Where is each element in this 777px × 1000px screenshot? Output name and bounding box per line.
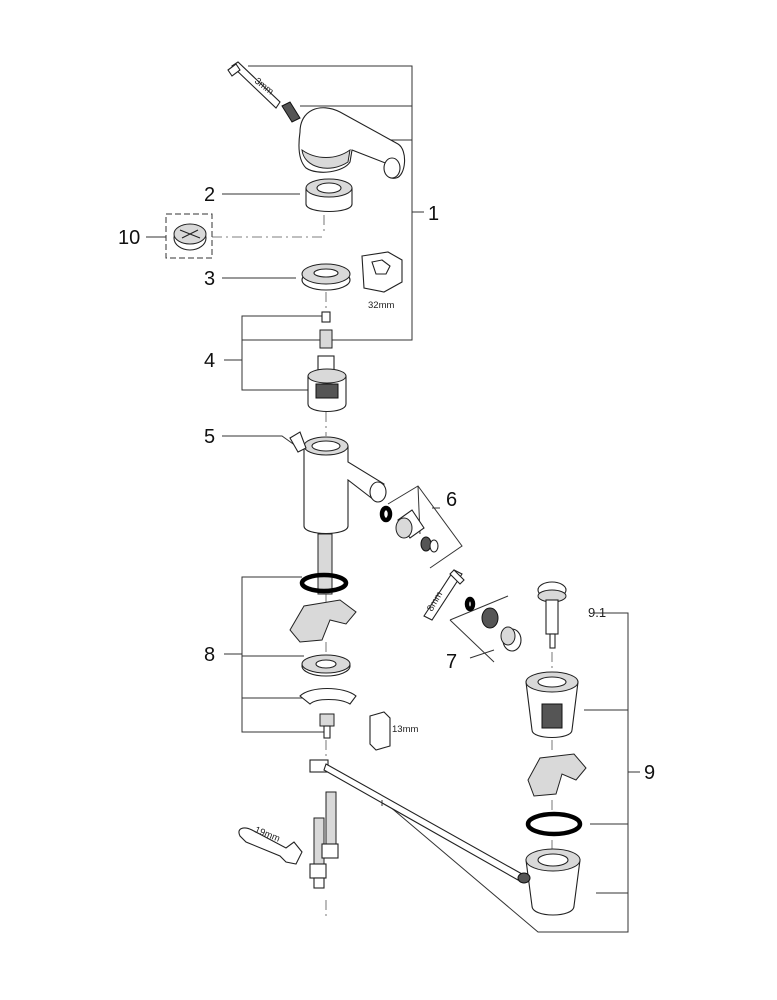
part-8-clip [299,687,357,705]
bracket-9 [381,612,640,933]
callout-4: 4 [204,350,215,372]
part-9-gasket [527,753,587,797]
part-2-cap [305,178,353,212]
wrench-13mm [369,711,391,751]
hex-key-8mm [423,569,465,621]
flex-hoses [309,791,339,889]
part-4-screw [319,311,333,349]
part-10-disc [165,213,213,259]
dim-32mm: 32mm [368,300,394,311]
callout-8: 8 [204,644,215,666]
bracket-7 [449,595,509,663]
part-3-nut [301,263,351,291]
part-9-1-plug [537,581,567,649]
grub-screw [281,101,301,123]
leader-5 [222,435,297,447]
part-8-nut [319,713,335,739]
part-8-washer [301,654,351,677]
dim-13mm: 13mm [392,724,418,735]
callout-7: 7 [446,651,457,673]
callout-10: 10 [118,227,140,249]
part-7-aerator [464,596,522,652]
callout-2: 2 [204,184,215,206]
spanner-19mm [238,827,303,865]
part-9-o-ring [525,811,583,837]
callout-3: 3 [204,268,215,290]
lever-handle [298,107,406,179]
callout-1: 1 [428,203,439,225]
hex-key-3mm [227,61,281,109]
part-6-aerator [379,505,439,553]
bracket-8 [224,576,324,733]
callout-5: 5 [204,426,215,448]
part-9-waste-body [517,848,581,916]
callout-9-1: 9.1 [588,605,606,620]
bracket-4 [224,315,322,391]
part-5-body [289,431,387,535]
part-8-gasket [289,599,357,643]
callout-6: 6 [446,489,457,511]
lift-rod [309,759,523,881]
wrench-32mm [361,251,403,293]
part-9-body [525,671,579,739]
callout-9: 9 [644,762,655,784]
part-4-cartridge [307,355,347,413]
part-8-o-ring [299,572,349,594]
flex-hose-top [317,533,333,595]
